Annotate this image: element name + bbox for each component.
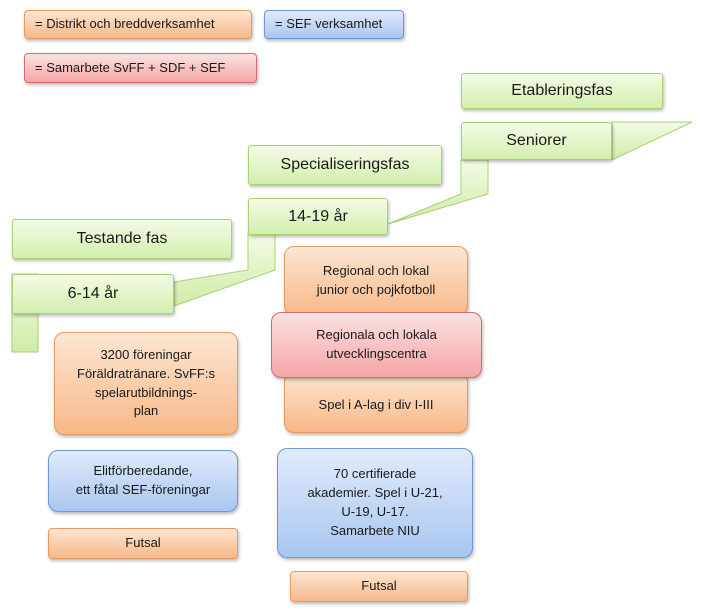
futsal-right-box: Futsal bbox=[290, 571, 468, 602]
age-6-14: 6-14 år bbox=[12, 274, 174, 314]
development-centers-box: Regionala och lokala utvecklingscentra bbox=[271, 312, 482, 378]
clubs-info-box: 3200 föreningar Föräldratränare. SvFF:s … bbox=[54, 332, 238, 435]
regional-info-box: Regional och lokal junior och pojkfotbol… bbox=[284, 246, 468, 316]
academies-line-4: Samarbete NIU bbox=[330, 522, 420, 538]
elite-line-1: Elitförberedande, bbox=[93, 463, 193, 479]
academies-line-2: akademier. Spel i U-21, bbox=[307, 485, 443, 501]
regional-line-1: Regional och lokal bbox=[322, 263, 430, 279]
age-14-19: 14-19 år bbox=[248, 198, 388, 235]
phase-etablering: Etableringsfas bbox=[461, 73, 663, 109]
elite-line-2: ett fåtal SEF-föreningar bbox=[75, 482, 211, 497]
clubs-line-3: spelarutbildnings- bbox=[95, 384, 197, 400]
age-seniorer: Seniorer bbox=[461, 122, 612, 160]
clubs-line-2: Föräldratränare. SvFF:s bbox=[77, 365, 215, 381]
legend-sef: = SEF verksamhet bbox=[264, 10, 404, 39]
centers-line-1: Regionala och lokala bbox=[316, 327, 437, 343]
alag-info-box: Spel i A-lag i div I-III bbox=[284, 372, 468, 433]
clubs-line-4: plan bbox=[133, 403, 159, 419]
phase-specialisering: Specialiseringsfas bbox=[248, 145, 442, 185]
futsal-left-box: Futsal bbox=[48, 528, 238, 559]
legend-district: = Distrikt och breddverksamhet bbox=[24, 10, 252, 39]
clubs-line-1: 3200 föreningar bbox=[100, 346, 192, 362]
academies-info-box: 70 certifierade akademier. Spel i U-21, … bbox=[277, 448, 473, 558]
elite-info-box: Elitförberedande, ett fåtal SEF-förening… bbox=[48, 450, 238, 512]
academies-line-3: U-19, U-17. bbox=[341, 504, 409, 519]
academies-line-1: 70 certifierade bbox=[333, 466, 417, 482]
regional-line-2: junior och pojkfotboll bbox=[316, 282, 436, 297]
phase-testande: Testande fas bbox=[12, 219, 232, 259]
centers-line-2: utvecklingscentra bbox=[326, 346, 427, 361]
legend-cooperation: = Samarbete SvFF + SDF + SEF bbox=[24, 53, 257, 83]
